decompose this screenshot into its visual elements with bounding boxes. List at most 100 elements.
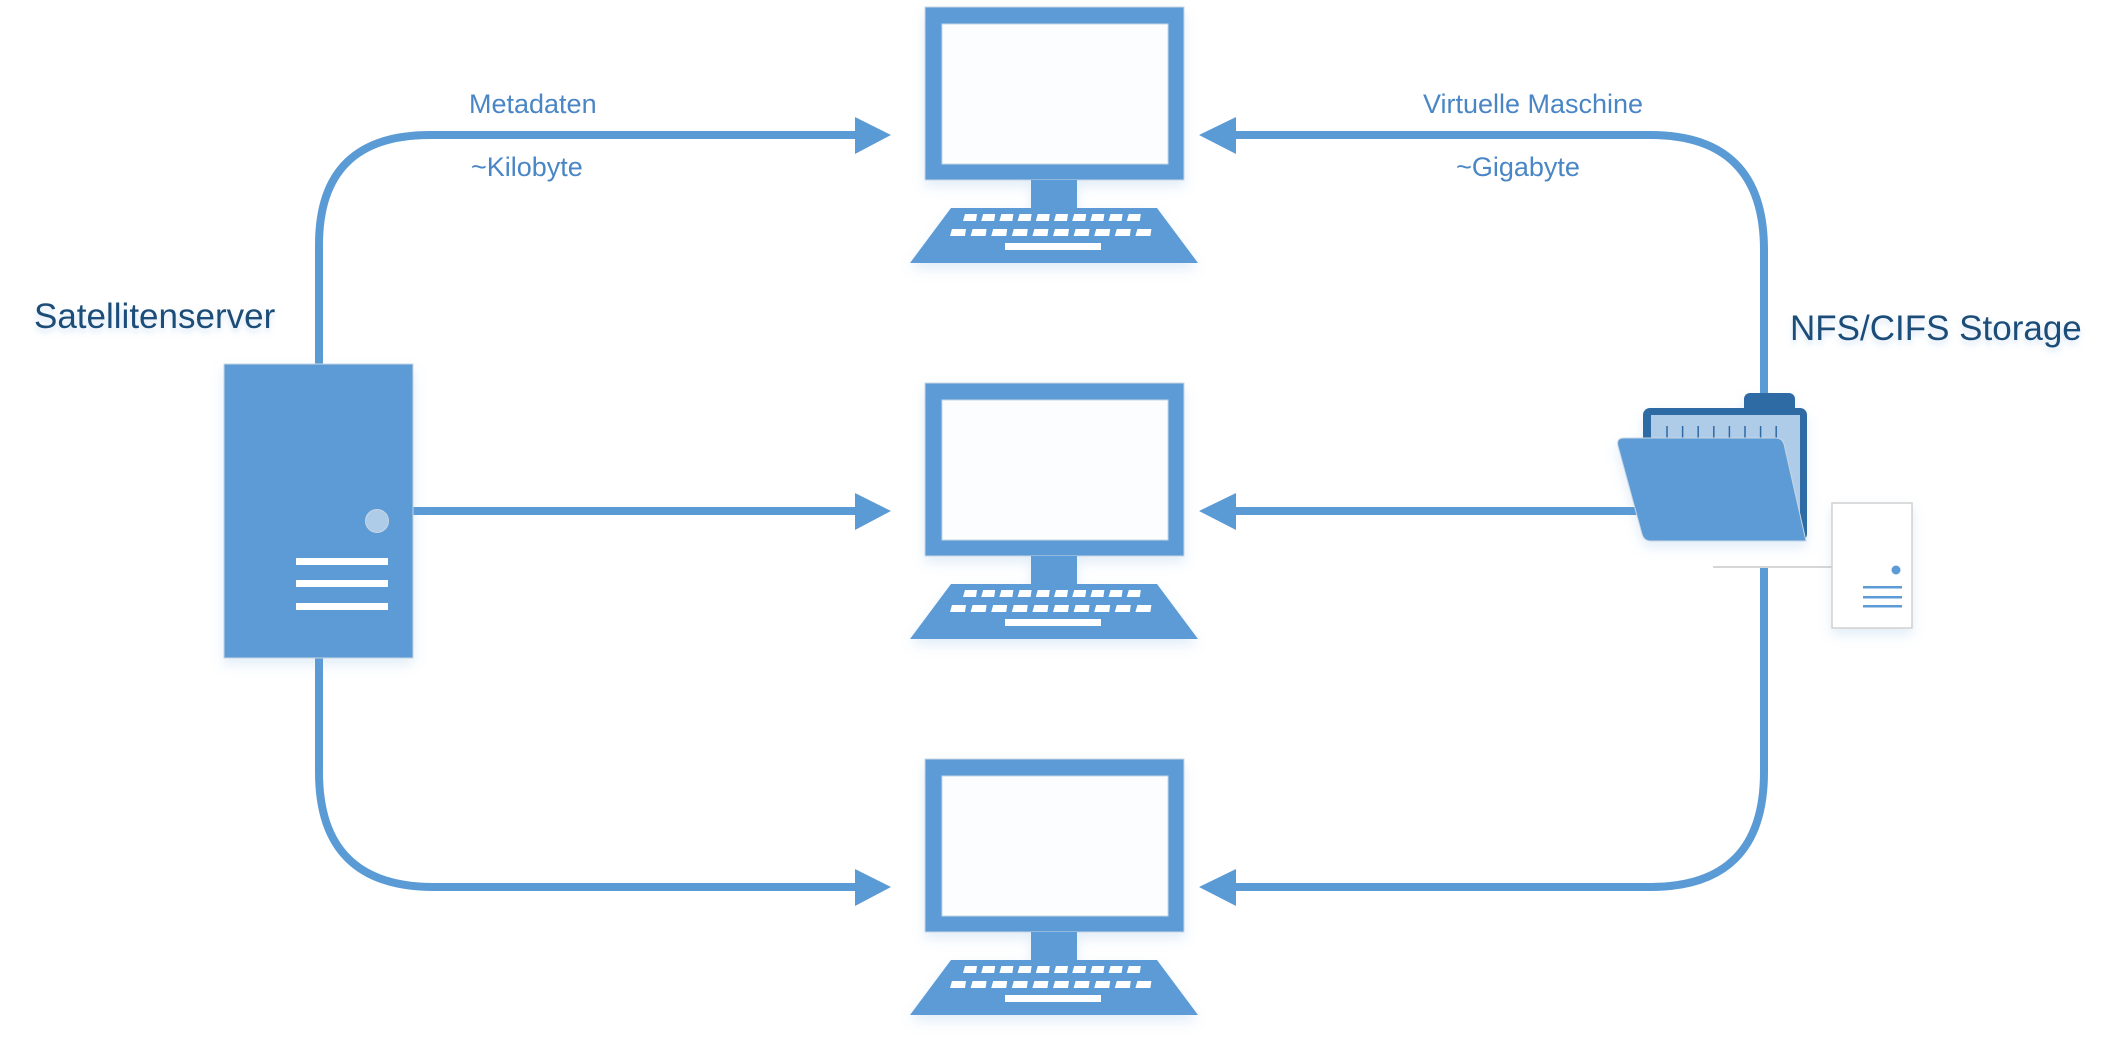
- monitor-screen: [941, 399, 1169, 541]
- keyboard-key: [1011, 981, 1028, 988]
- keyboard-key: [1035, 966, 1050, 973]
- storage-server-vent-line: [1863, 586, 1902, 589]
- keyboard-key: [1072, 214, 1087, 221]
- keyboard-key: [970, 605, 987, 612]
- keyboard-key: [1073, 605, 1090, 612]
- keyboard-key: [1053, 229, 1069, 236]
- keyboard-key: [991, 981, 1008, 988]
- arrowhead-left-icon: [1199, 869, 1236, 906]
- connector-server-to-client-3: [315, 658, 858, 891]
- desktop-computer-icon[interactable]: [910, 6, 1198, 263]
- keyboard-key: [970, 981, 987, 988]
- keyboard-key: [1017, 590, 1032, 597]
- keyboard-key: [1054, 590, 1068, 597]
- keyboard-key: [1126, 590, 1141, 597]
- keyboard-key: [1035, 590, 1050, 597]
- keyboard-key: [1108, 966, 1123, 973]
- arrowhead-left-icon: [1199, 117, 1236, 154]
- keyboard-key: [1090, 966, 1105, 973]
- server-power-led: [365, 509, 389, 533]
- keyboard-key: [1114, 605, 1131, 612]
- server-arrowheads: [855, 117, 891, 906]
- monitor-stand: [1031, 180, 1077, 209]
- keyboard-key: [1126, 966, 1141, 973]
- folder-front: [1617, 437, 1807, 542]
- keyboard-key: [1108, 214, 1123, 221]
- keyboard-key: [1094, 229, 1111, 236]
- keyboard-key: [1090, 590, 1105, 597]
- keyboard-key: [1032, 605, 1049, 612]
- monitor-stand: [1031, 556, 1077, 585]
- keyboard-key: [950, 229, 966, 236]
- arrowhead-right-icon: [855, 117, 891, 154]
- keyboard-key: [1053, 981, 1069, 988]
- keyboard-key: [1135, 229, 1152, 236]
- keyboard-key: [1090, 214, 1105, 221]
- keyboard-spacebar: [1005, 995, 1101, 1002]
- metadata-flow-size: ~Kilobyte: [471, 152, 583, 182]
- keyboard-key: [999, 590, 1014, 597]
- keyboard-key: [1073, 981, 1090, 988]
- monitor-screen: [941, 775, 1169, 917]
- keyboard-key: [963, 966, 977, 973]
- storage-server-icon[interactable]: [1831, 502, 1913, 629]
- keyboard-key: [1135, 605, 1152, 612]
- server-vent-line: [296, 580, 388, 587]
- keyboard-key: [1032, 229, 1049, 236]
- connector-server-to-client-1: [315, 131, 858, 364]
- keyboard-key: [1011, 605, 1028, 612]
- desktop-computer-icon[interactable]: [910, 382, 1198, 639]
- arrowhead-right-icon: [855, 493, 891, 530]
- keyboard-key: [970, 229, 987, 236]
- keyboard-key: [1054, 966, 1068, 973]
- keyboard-key: [1017, 214, 1032, 221]
- keyboard-key: [1072, 590, 1087, 597]
- keyboard-spacebar: [1005, 619, 1101, 626]
- keyboard-key: [981, 590, 996, 597]
- keyboard-key: [999, 966, 1014, 973]
- keyboard-key: [991, 605, 1008, 612]
- open-folder-icon[interactable]: [1617, 393, 1807, 542]
- storage-label: NFS/CIFS Storage: [1790, 309, 2082, 348]
- keyboard-spacebar: [1005, 243, 1101, 250]
- desktop-computer-icon[interactable]: [910, 758, 1198, 1015]
- connector-storage-to-client-3: [1232, 568, 1768, 891]
- vm-flow-size: ~Gigabyte: [1456, 152, 1580, 182]
- server-tower-icon[interactable]: [223, 363, 414, 659]
- vm-flow-title: Virtuelle Maschine: [1423, 89, 1643, 119]
- keyboard-key: [981, 214, 996, 221]
- keyboard-key: [1032, 981, 1049, 988]
- keyboard-key: [1094, 981, 1111, 988]
- keyboard-key: [963, 214, 977, 221]
- keyboard-key: [963, 590, 977, 597]
- keyboard-key: [950, 981, 966, 988]
- keyboard-key: [1135, 981, 1152, 988]
- keyboard-key: [950, 605, 966, 612]
- keyboard-key: [1017, 966, 1032, 973]
- keyboard-key: [1114, 981, 1131, 988]
- keyboard-key: [991, 229, 1008, 236]
- keyboard-key: [1011, 229, 1028, 236]
- keyboard-key: [1094, 605, 1111, 612]
- server-vent-line: [296, 558, 388, 565]
- keyboard-key: [1108, 590, 1123, 597]
- storage-connectors: [1232, 131, 1768, 891]
- storage-server-vent-line: [1863, 605, 1902, 608]
- server-vent-line: [296, 603, 388, 610]
- keyboard-key: [999, 214, 1014, 221]
- keyboard-key: [1114, 229, 1131, 236]
- keyboard-key: [1053, 605, 1069, 612]
- connector-storage-to-client-1: [1232, 131, 1768, 398]
- keyboard-key: [1035, 214, 1050, 221]
- keyboard-key: [1073, 229, 1090, 236]
- monitor-stand: [1031, 932, 1077, 961]
- storage-server-vent-line: [1863, 596, 1902, 599]
- monitor-screen: [941, 23, 1169, 165]
- keyboard-key: [1126, 214, 1141, 221]
- storage-arrowheads: [1199, 117, 1236, 906]
- keyboard-key: [1072, 966, 1087, 973]
- server-connectors: [315, 131, 858, 891]
- keyboard-key: [981, 966, 996, 973]
- keyboard-key: [1054, 214, 1068, 221]
